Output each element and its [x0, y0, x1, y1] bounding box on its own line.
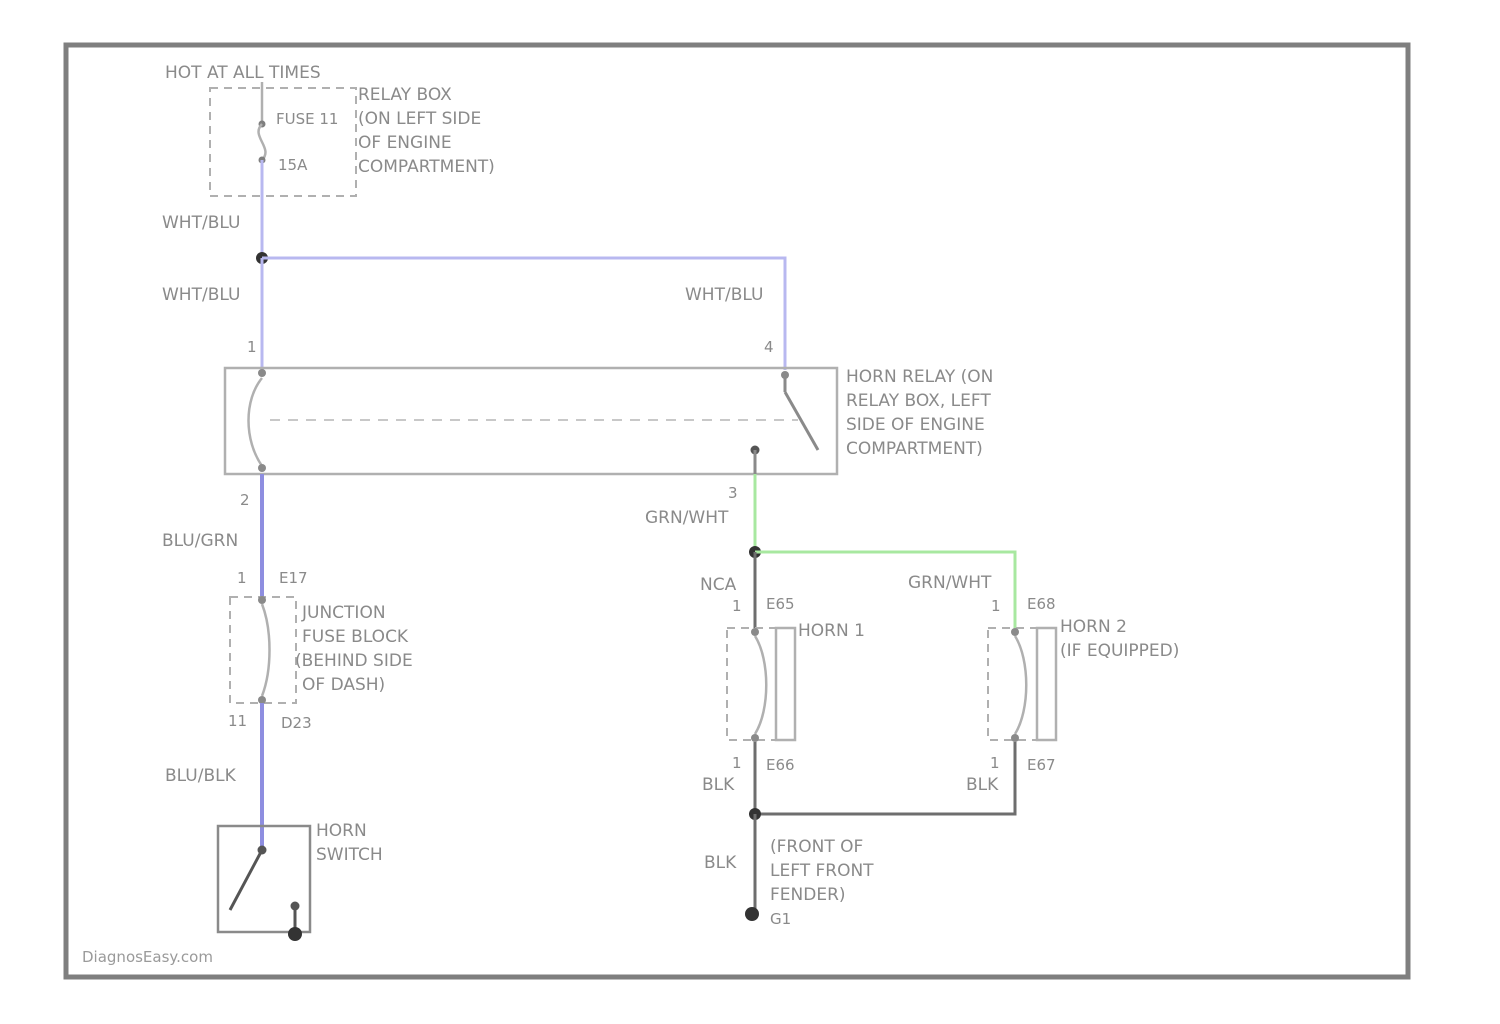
- relay-pin-1-label: 1: [247, 338, 257, 356]
- junction-block-label-3: (BEHIND SIDE: [295, 651, 413, 671]
- relay-pin-2-label: 2: [240, 491, 250, 509]
- horn-relay-label-2: RELAY BOX, LEFT: [846, 391, 991, 411]
- watermark: DiagnosEasy.com: [82, 948, 213, 966]
- relay-box-outline: [210, 88, 356, 196]
- horn-2-outline: [988, 628, 1056, 740]
- conn-e66-label: E66: [766, 756, 795, 774]
- conn-e66-pin-label: 1: [732, 754, 742, 772]
- wire-blu-grn-label: BLU/GRN: [162, 531, 238, 551]
- relay-contact-arm: [785, 392, 818, 450]
- wire-grn-wht-label-1: GRN/WHT: [645, 508, 729, 528]
- ground-point-g1: [745, 907, 759, 921]
- relay-pin-3-label: 3: [728, 484, 738, 502]
- junction-terminal-top: [258, 596, 266, 604]
- fuse-amperage-label: 15A: [278, 156, 308, 174]
- horn-2-label-1: HORN 2: [1060, 617, 1127, 637]
- horn-switch-label-2: SWITCH: [316, 845, 383, 865]
- wire-blk-label-1: BLK: [702, 775, 735, 795]
- junction-terminal-bottom: [258, 696, 266, 704]
- ground-location-label-2: LEFT FRONT: [770, 861, 874, 881]
- horn-1-coil: [755, 636, 766, 734]
- wire-blu-blk-label: BLU/BLK: [165, 766, 237, 786]
- fuse-element: [259, 124, 266, 160]
- wire-blk-label-2: BLK: [966, 775, 999, 795]
- junction-fuse-block: [230, 597, 296, 703]
- relay-coil-top-terminal: [258, 369, 266, 377]
- relay-box-label-3: OF ENGINE: [358, 133, 452, 153]
- horn-switch-ground: [288, 927, 302, 941]
- horn-2-label-2: (IF EQUIPPED): [1060, 641, 1179, 661]
- junction-block-label-2: FUSE BLOCK: [302, 627, 409, 647]
- conn-e17-pin-label: 1: [237, 569, 247, 587]
- conn-e67-pin-label: 1: [990, 754, 1000, 772]
- conn-e17-label: E17: [279, 569, 308, 587]
- conn-e68-label: E68: [1027, 595, 1056, 613]
- relay-box-label-2: (ON LEFT SIDE: [358, 109, 481, 129]
- ground-id-label: G1: [770, 910, 791, 928]
- relay-pin-4-label: 4: [764, 338, 774, 356]
- conn-d23-label: D23: [281, 714, 312, 732]
- wire-wht-blu-label-2: WHT/BLU: [162, 285, 240, 305]
- diagram-frame: [66, 45, 1408, 977]
- horn-1-label: HORN 1: [798, 621, 865, 641]
- horn-relay-label-4: COMPARTMENT): [846, 439, 983, 459]
- junction-internal-link: [262, 604, 270, 696]
- junction-block-label-4: OF DASH): [302, 675, 385, 695]
- conn-d23-pin-label: 11: [228, 712, 247, 730]
- fuse-label: FUSE 11: [276, 110, 338, 128]
- horn-1-body: [776, 628, 795, 740]
- ground-location-label-1: (FRONT OF: [770, 837, 863, 857]
- horn-2-body: [1037, 628, 1056, 740]
- wire-grn-wht-label-2: GRN/WHT: [908, 573, 992, 593]
- horn-1-terminal-top: [751, 628, 759, 636]
- conn-e67-label: E67: [1027, 756, 1056, 774]
- horn-2-coil: [1015, 636, 1026, 734]
- wire-wht-blu-to-pin4: [262, 258, 785, 370]
- conn-e68-pin-label: 1: [991, 597, 1001, 615]
- conn-e65-label: E65: [766, 595, 795, 613]
- wire-nca-label: NCA: [700, 575, 737, 595]
- relay-coil: [249, 378, 263, 466]
- relay-coil-bottom-terminal: [258, 464, 266, 472]
- relay-box-label-4: COMPARTMENT): [358, 157, 495, 177]
- horn-relay-label-1: HORN RELAY (ON: [846, 367, 993, 387]
- wire-blk-label-3: BLK: [704, 853, 737, 873]
- horn-2-terminal-top: [1011, 628, 1019, 636]
- relay-box-label-1: RELAY BOX: [358, 85, 452, 105]
- horn-relay-label-3: SIDE OF ENGINE: [846, 415, 985, 435]
- horn-switch-label-1: HORN: [316, 821, 367, 841]
- horn-2-terminal-bottom: [1011, 734, 1019, 742]
- junction-block-label-1: JUNCTION: [301, 603, 386, 623]
- ground-location-label-3: FENDER): [770, 885, 846, 905]
- wire-wht-blu-label-1: WHT/BLU: [162, 213, 240, 233]
- horn-1-terminal-bottom: [751, 734, 759, 742]
- wire-wht-blu-label-3: WHT/BLU: [685, 285, 763, 305]
- conn-e65-pin-label: 1: [732, 597, 742, 615]
- hot-at-all-times-label: HOT AT ALL TIMES: [165, 63, 321, 83]
- horn-switch-arm: [230, 850, 262, 910]
